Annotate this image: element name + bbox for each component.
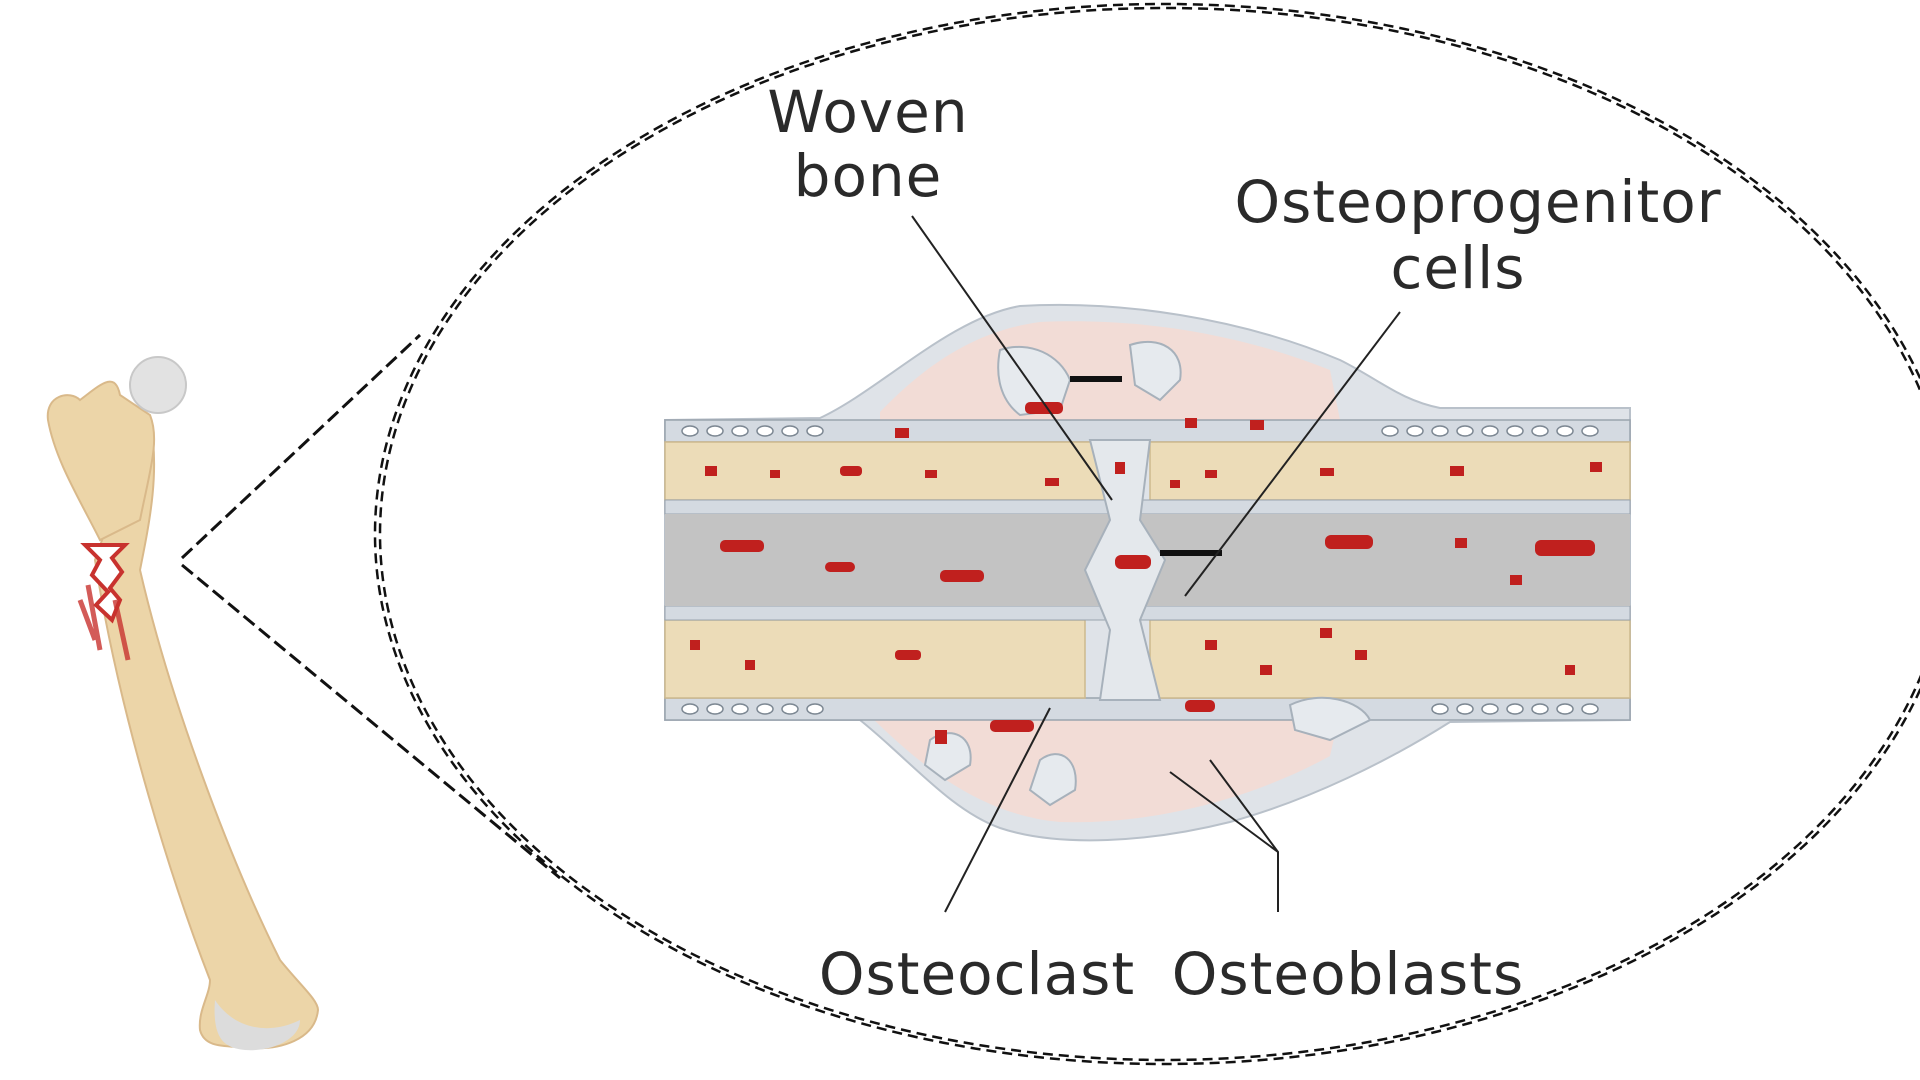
fracture-callus-illustration bbox=[664, 303, 1631, 842]
leader-woven-bone bbox=[911, 215, 1113, 501]
fracture-gap-callus bbox=[1083, 439, 1167, 701]
leader-osteoblasts bbox=[1169, 759, 1279, 912]
cortical-bone-bottom-right bbox=[1149, 619, 1631, 699]
zoom-callout bbox=[180, 2, 1920, 1066]
label-osteoprogenitor-line1: Osteoprogenitor bbox=[1234, 168, 1721, 236]
femur-icon bbox=[46, 356, 320, 1051]
zoom-ellipse-inner bbox=[373, 2, 1920, 1066]
leader-osteoprogenitor bbox=[1184, 311, 1401, 597]
label-osteoblasts: Osteoblasts bbox=[1172, 940, 1524, 1008]
callout-line-top bbox=[180, 333, 422, 560]
blood-vessels bbox=[690, 402, 1602, 744]
label-woven-bone-line1: Woven bbox=[767, 78, 968, 146]
leader-lines bbox=[911, 215, 1401, 913]
label-osteoclast: Osteoclast bbox=[819, 940, 1135, 1008]
cortical-bone-top-right bbox=[1149, 441, 1631, 501]
label-woven-bone-line2: bone bbox=[794, 142, 943, 210]
callout-line-bottom bbox=[181, 563, 561, 880]
cortical-bone-bottom-left bbox=[664, 619, 1086, 699]
leader-osteoclast bbox=[944, 707, 1051, 913]
cortical-bone-top-left bbox=[664, 441, 1121, 501]
label-osteoprogenitor-line2: cells bbox=[1390, 234, 1525, 302]
femur-head-icon bbox=[129, 356, 187, 414]
